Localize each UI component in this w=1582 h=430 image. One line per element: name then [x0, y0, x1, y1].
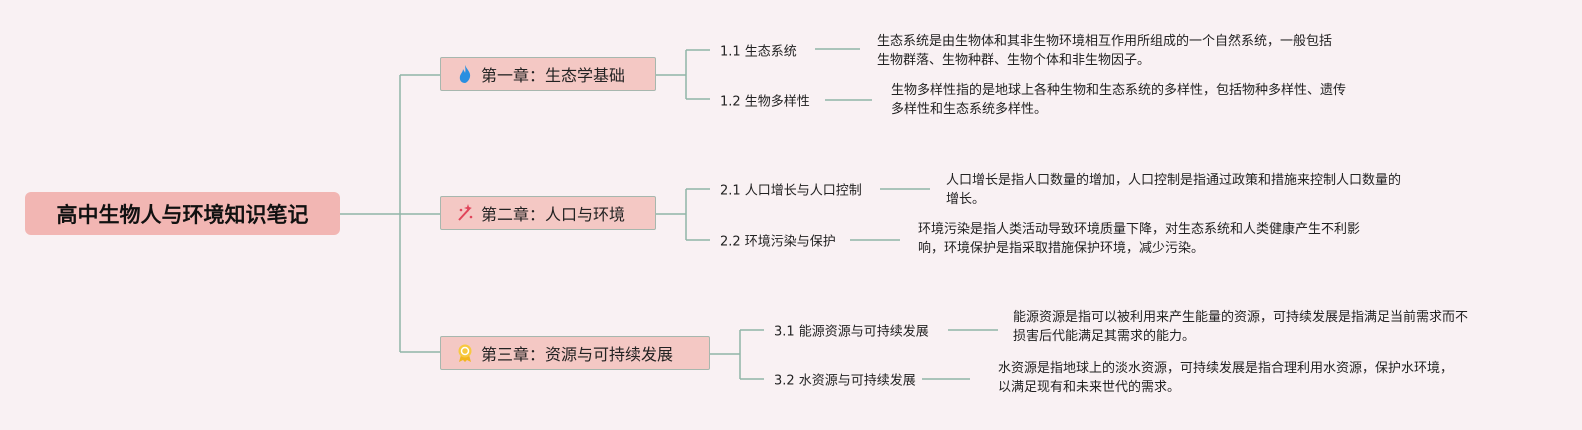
- flame-icon: [455, 64, 475, 84]
- chapter-1-title: 第一章：生态学基础: [481, 66, 626, 85]
- topic-3-2-description: 水资源是指地球上的淡水资源，可持续发展是指合理利用水资源，保护水环境，以满足现有…: [998, 361, 1454, 395]
- topic-3-1-description: 能源资源是指可以被利用来产生能量的资源，可持续发展是指满足当前需求而不损害后代能…: [1013, 310, 1469, 344]
- chapter-3-title: 第三章：资源与可持续发展: [481, 345, 674, 364]
- sparkle-wand-icon: [455, 203, 475, 223]
- chapter-3-node[interactable]: 第三章：资源与可持续发展: [440, 336, 710, 370]
- chapter-2-node[interactable]: 第二章：人口与环境: [440, 196, 656, 230]
- chapter-2-title: 第二章：人口与环境: [481, 205, 626, 224]
- topic-1-1-description: 生态系统是由生物体和其非生物环境相互作用所组成的一个自然系统，一般包括生物群落、…: [877, 34, 1333, 68]
- root-topic[interactable]: 高中生物人与环境知识笔记: [25, 192, 340, 235]
- topic-3-2[interactable]: 3.2 水资源与可持续发展: [774, 373, 916, 389]
- topic-3-1[interactable]: 3.1 能源资源与可持续发展: [774, 324, 929, 340]
- topic-1-1[interactable]: 1.1 生态系统: [720, 44, 797, 60]
- root-title: 高中生物人与环境知识笔记: [56, 202, 309, 227]
- topic-2-2[interactable]: 2.2 环境污染与保护: [720, 234, 836, 250]
- topic-1-2[interactable]: 1.2 生物多样性: [720, 94, 810, 110]
- medal-icon: [455, 343, 475, 363]
- topic-2-2-description: 环境污染是指人类活动导致环境质量下降，对生态系统和人类健康产生不利影响，环境保护…: [918, 222, 1361, 256]
- chapter-1-node[interactable]: 第一章：生态学基础: [440, 57, 656, 91]
- topic-1-2-description: 生物多样性指的是地球上各种生物和生态系统的多样性，包括物种多样性、遗传多样性和生…: [891, 83, 1347, 117]
- topic-2-1[interactable]: 2.1 人口增长与人口控制: [720, 183, 862, 199]
- topic-2-1-description: 人口增长是指人口数量的增加，人口控制是指通过政策和措施来控制人口数量的增长。: [946, 173, 1402, 207]
